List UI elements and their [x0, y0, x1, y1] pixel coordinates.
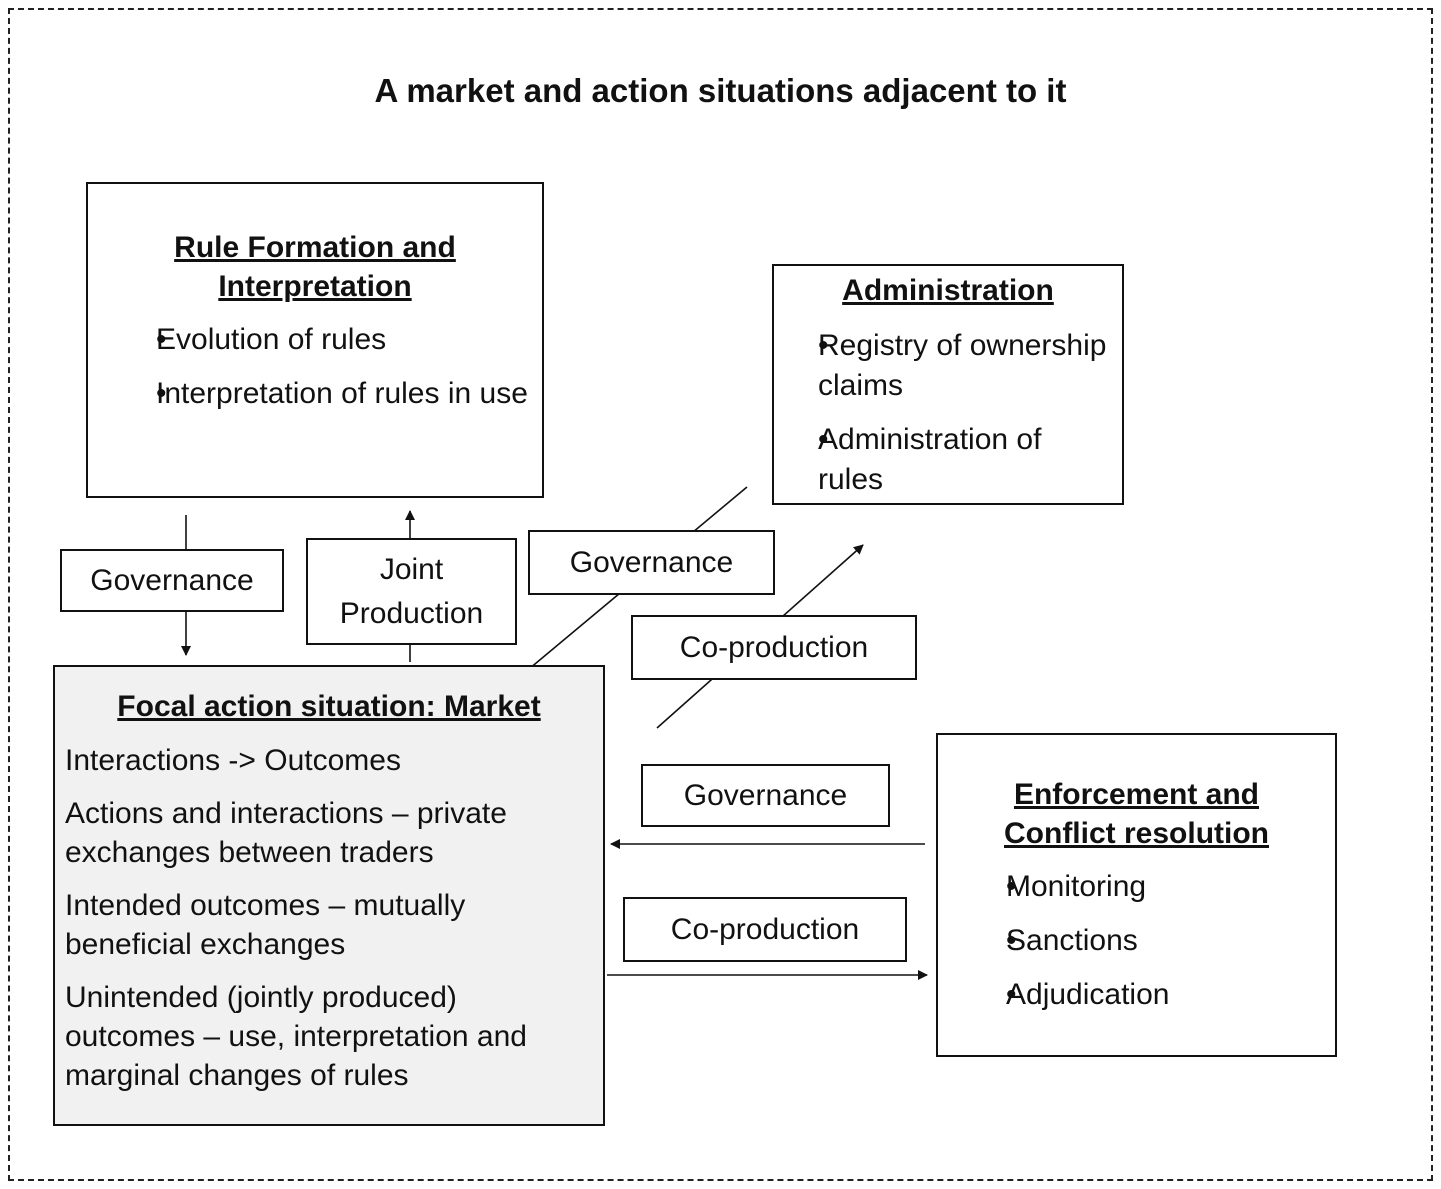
list-item: Evolution of rules [156, 320, 532, 360]
diagram-frame [8, 8, 1433, 1181]
label-governance-left: Governance [60, 549, 284, 612]
market-box: Focal action situation: Market Interacti… [53, 665, 605, 1126]
administration-list: Registry of ownership claims Administrat… [818, 326, 1112, 500]
market-line: Unintended (jointly produced) outcomes –… [65, 981, 527, 1092]
label-joint-production: Joint Production [306, 538, 517, 645]
list-item: Sanctions [1006, 921, 1325, 961]
label-coproduction-mid: Co-production [631, 615, 917, 680]
list-item: Interpretation of rules in use [156, 374, 532, 414]
label-coproduction-right: Co-production [623, 897, 907, 962]
enforcement-box: Enforcement and Conflict resolution Moni… [936, 733, 1337, 1057]
market-line: Intended outcomes – mutually beneficial … [65, 889, 466, 961]
rule-formation-box: Rule Formation and Interpretation Evolut… [86, 182, 544, 498]
market-line: Actions and interactions – private excha… [65, 797, 507, 869]
rule-formation-list: Evolution of rules Interpretation of rul… [156, 320, 532, 414]
enforcement-list: Monitoring Sanctions Adjudication [1006, 867, 1325, 1015]
market-heading: Focal action situation: Market [117, 690, 541, 723]
diagram-title: A market and action situations adjacent … [374, 72, 1067, 109]
enforcement-heading: Enforcement and Conflict resolution [1004, 778, 1269, 850]
rule-formation-heading: Rule Formation and Interpretation [174, 231, 456, 303]
label-governance-mid: Governance [528, 530, 775, 595]
label-governance-right: Governance [641, 764, 890, 827]
list-item: Adjudication [1006, 975, 1325, 1015]
administration-heading: Administration [842, 274, 1054, 307]
market-line: Interactions -> Outcomes [65, 744, 401, 777]
list-item: Monitoring [1006, 867, 1325, 907]
list-item: Administration of rules [818, 420, 1112, 500]
administration-box: Administration Registry of ownership cla… [772, 264, 1124, 505]
list-item: Registry of ownership claims [818, 326, 1112, 406]
